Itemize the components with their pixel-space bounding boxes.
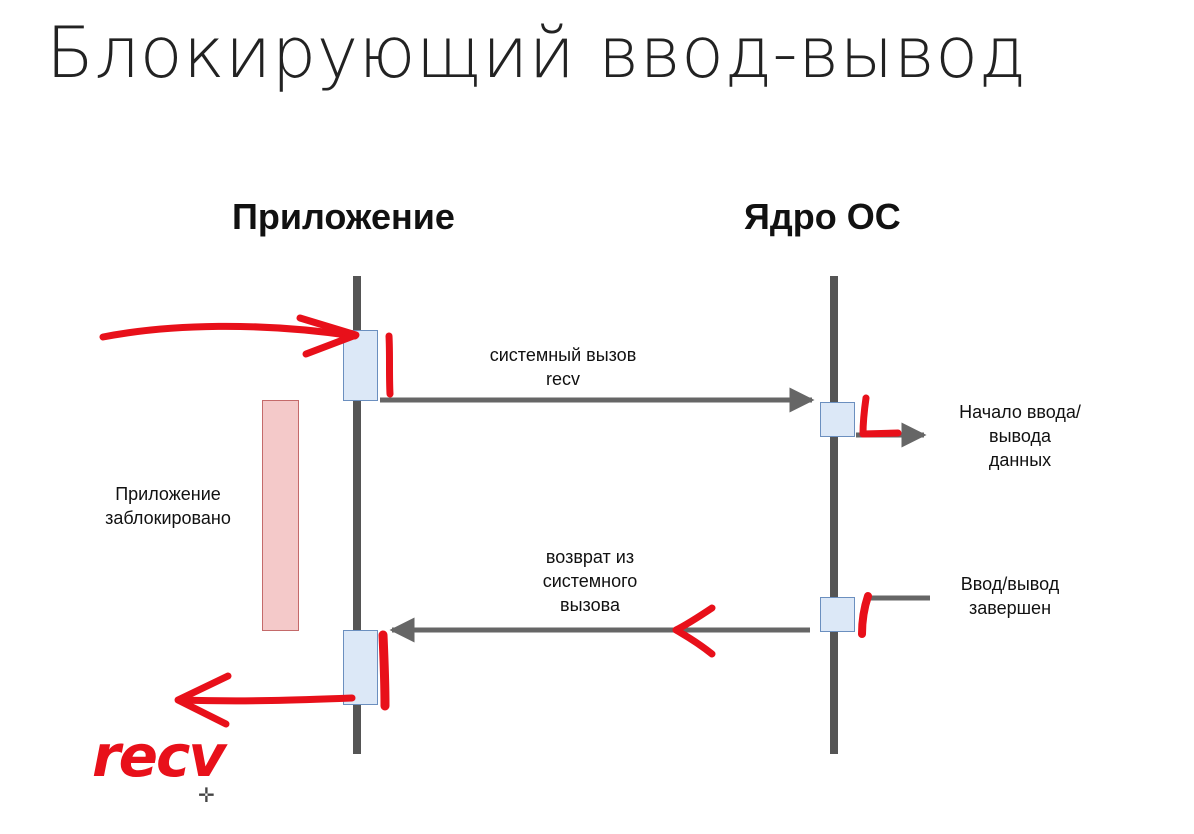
crosshair-cursor-icon: ✛ [198,785,215,807]
kernel-activation-done [820,597,855,632]
kernel-activation-start [820,402,855,437]
lane-header-kernel: Ядро ОС [744,196,901,237]
annotation-return-arrowhead [672,604,716,658]
annotation-mark-return [378,630,390,711]
annotation-recv-text: recv [92,722,228,790]
label-io-done: Ввод/вывод завершен [960,574,1060,618]
app-activation-call [343,330,378,401]
annotation-mark-kernel-start [859,394,902,438]
app-blocked-bar [262,400,299,631]
annotation-incoming-arrowhead [296,314,360,358]
annotation-incoming-arrow [99,322,359,341]
label-syscall: системный вызов recv [489,345,637,389]
annotation-outgoing-arrowhead [174,672,232,728]
label-app-blocked: Приложение заблокировано [105,484,231,528]
label-syscall-return: возврат из системного вызова [542,547,638,615]
slide-title: Блокирующий ввод-вывод [46,12,1027,94]
app-lifeline [353,276,361,754]
kernel-lifeline [830,276,838,754]
annotation-outgoing-arrow [178,694,356,705]
lane-header-app: Приложение [232,196,455,237]
annotation-mark-call [385,332,394,398]
annotation-mark-kernel-done [858,592,872,638]
app-activation-return [343,630,378,705]
label-io-start: Начало ввода/ вывода данных [959,402,1081,470]
